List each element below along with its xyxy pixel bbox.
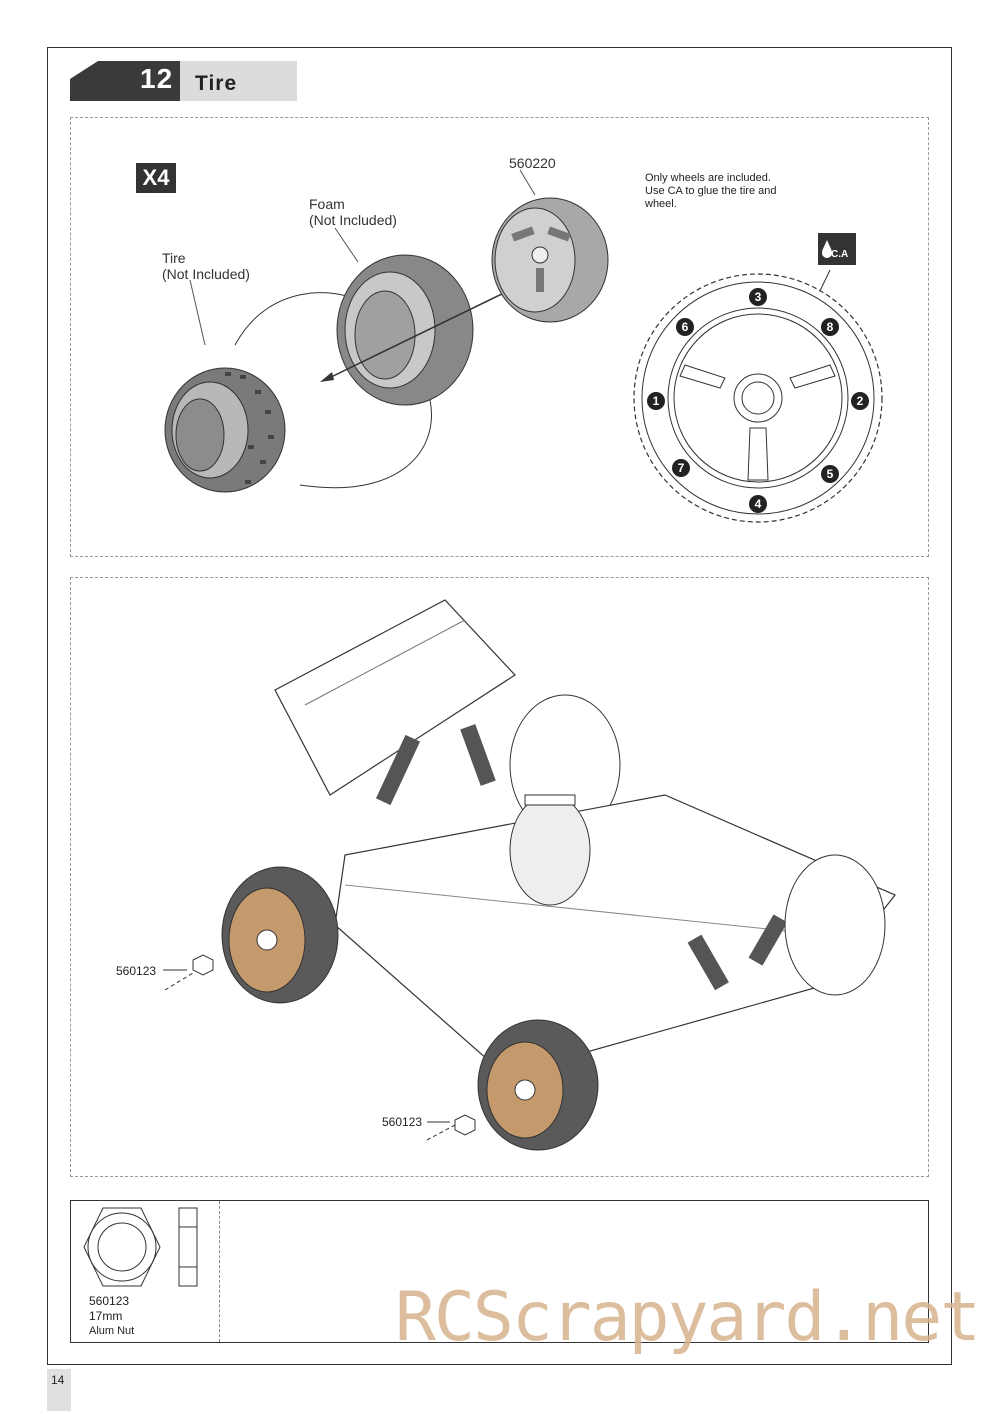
svg-text:3: 3 [755, 290, 762, 304]
foam-note: (Not Included) [309, 212, 397, 228]
tire-assembly-panel [70, 117, 929, 557]
foam-label: Foam [309, 196, 345, 212]
step-header-dark [70, 61, 180, 101]
glue-order-wheel [633, 269, 883, 523]
step-header-light [180, 61, 297, 101]
step-number: 12 [140, 63, 174, 94]
page-number: 14 [51, 1373, 65, 1387]
note-line-2: Use CA to glue the tire and [645, 185, 777, 197]
part-name: Alum Nut [89, 1325, 135, 1337]
svg-text:5: 5 [827, 467, 834, 481]
glue-instruction-note: Only wheels are included. Use CA to glue… [645, 172, 820, 211]
part-number: 560123 [89, 1294, 130, 1308]
wheel-part-label: 560220 [509, 155, 556, 171]
parts-reference-panel [70, 1200, 929, 1343]
part-size: 17mm [89, 1309, 123, 1323]
quantity-badge: X4 [136, 163, 176, 193]
svg-text:7: 7 [678, 461, 685, 475]
svg-text:6: 6 [682, 320, 689, 334]
note-line-3: wheel. [645, 198, 677, 210]
nut-label-front: 560123 [382, 1115, 423, 1129]
svg-text:4: 4 [755, 497, 762, 511]
alum-nut-icon [83, 1207, 198, 1287]
nut-label-rear: 560123 [116, 964, 157, 978]
watermark-text: RCScrapyard.net [395, 1278, 981, 1357]
glue-drop-icon [822, 240, 832, 258]
glue-order-markers: 1 2 3 4 5 6 7 8 [647, 288, 869, 513]
buggy-assembly-diagram [163, 599, 896, 1151]
note-line-1: Only wheels are included. [645, 172, 771, 184]
wheel-installation-panel [70, 577, 929, 1177]
page-frame [47, 47, 952, 1365]
svg-text:2: 2 [857, 394, 864, 408]
step-title: Tire [195, 72, 238, 95]
parts-panel-divider [219, 1201, 220, 1342]
svg-text:8: 8 [827, 320, 834, 334]
svg-text:1: 1 [653, 394, 660, 408]
page-number-tab: 14 [47, 1369, 71, 1411]
ca-glue-label: C.A [831, 249, 849, 260]
tire-exploded-diagram [164, 169, 609, 493]
tire-note: (Not Included) [162, 266, 250, 282]
tire-label: Tire [162, 250, 186, 266]
